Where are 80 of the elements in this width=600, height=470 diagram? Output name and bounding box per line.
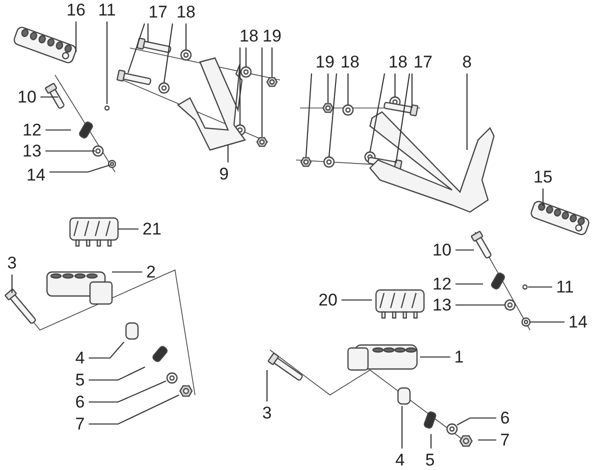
leader-line — [394, 74, 396, 97]
callout-number: 14 — [568, 314, 588, 330]
leader-line — [466, 74, 468, 150]
callout-number: 20 — [318, 292, 338, 308]
callout-number: 11 — [98, 2, 116, 18]
callout-number: 1 — [454, 348, 464, 366]
callout-number: 18 — [240, 28, 258, 44]
leader-line — [271, 48, 273, 77]
callout-number: 5 — [425, 452, 435, 468]
leader-line — [106, 22, 108, 104]
callout-number: 5 — [75, 372, 85, 388]
leader-line — [88, 342, 124, 359]
leader-line — [88, 380, 166, 403]
leader-line — [528, 286, 552, 288]
leader-line — [227, 145, 229, 162]
callout-number: 17 — [148, 4, 168, 20]
leader-line — [118, 228, 139, 230]
leader-line — [456, 417, 496, 426]
callout-number: 4 — [75, 350, 85, 366]
leader-line — [112, 271, 142, 273]
leader-line — [542, 188, 544, 206]
leader-line — [455, 304, 505, 306]
leader-line — [430, 434, 432, 448]
leader-line — [327, 74, 329, 103]
leader-line — [401, 406, 403, 448]
leader-line — [49, 164, 110, 173]
callout-number: 18 — [388, 54, 408, 70]
callout-number: 10 — [18, 88, 36, 106]
leader-line — [530, 321, 565, 323]
leader-line — [455, 283, 483, 285]
callout-number: 3 — [7, 254, 17, 272]
leader-line — [185, 24, 187, 50]
leader-line — [88, 366, 146, 381]
leader-line — [395, 73, 410, 164]
leader-line — [11, 274, 13, 293]
leader-line — [40, 96, 58, 98]
callout-number: 7 — [75, 416, 85, 432]
callout-number: 6 — [75, 394, 85, 410]
leader-line — [266, 370, 268, 402]
leader-line — [411, 74, 413, 108]
callout-number: 11 — [556, 278, 574, 296]
leader-line — [478, 439, 496, 441]
callout-number: 13 — [22, 142, 42, 160]
callout-number: 2 — [146, 264, 156, 280]
callout-number: 13 — [432, 296, 452, 314]
leader-line — [305, 73, 312, 158]
leader-line — [147, 24, 149, 42]
leader-line — [420, 356, 450, 358]
callout-number: 19 — [316, 54, 334, 70]
callout-number: 12 — [22, 122, 42, 138]
callout-number: 8 — [462, 54, 472, 70]
callout-number: 9 — [219, 166, 229, 182]
callout-number: 19 — [262, 28, 282, 44]
callout-number: 3 — [262, 404, 272, 422]
leader-line — [45, 129, 71, 131]
leader-line — [347, 74, 349, 105]
leader-line — [341, 299, 372, 301]
callout-number: 6 — [500, 410, 510, 426]
leader-line — [455, 249, 474, 251]
leader-line — [239, 48, 241, 125]
leader-line — [127, 23, 146, 74]
callout-number: 18 — [176, 4, 196, 20]
leader-line — [75, 22, 77, 52]
callout-number: 17 — [414, 54, 432, 70]
callout-number: 16 — [66, 2, 86, 18]
callout-number: 10 — [432, 242, 452, 258]
callout-number: 14 — [26, 166, 46, 184]
leader-line — [328, 73, 338, 158]
callout-number: 7 — [500, 432, 510, 448]
leader-line — [45, 150, 95, 152]
callout-number: 4 — [395, 452, 405, 468]
leader-line — [261, 48, 263, 137]
callout-number: 12 — [432, 276, 452, 292]
callout-number: 21 — [142, 220, 162, 238]
leader-line — [245, 48, 247, 67]
leader-line — [88, 394, 180, 425]
callout-number: 18 — [340, 54, 360, 70]
leader-line — [369, 73, 386, 152]
leader-line — [163, 23, 174, 84]
callout-number: 15 — [534, 168, 552, 186]
